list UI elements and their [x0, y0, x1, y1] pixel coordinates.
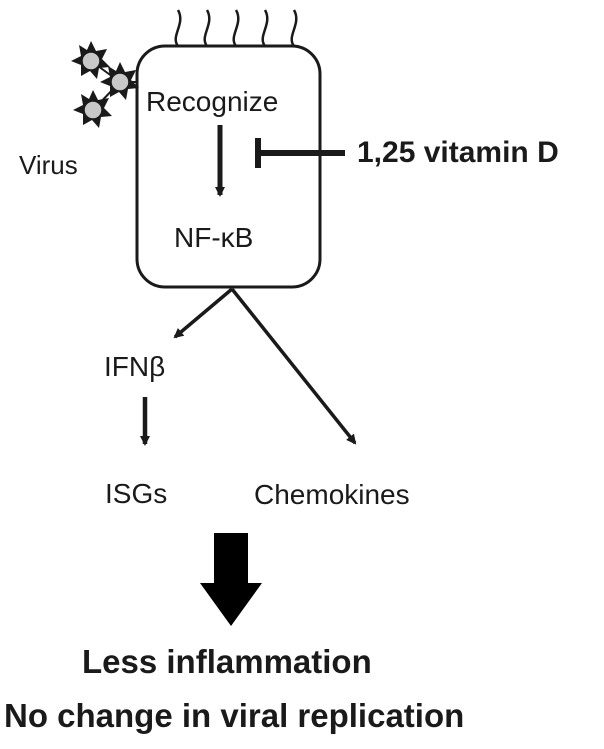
cell-to-ifnb-arrow [173, 287, 234, 339]
chemokines-label: Chemokines [254, 479, 410, 510]
ifnb-label: IFNβ [104, 351, 166, 382]
nfkb-label: NF-κB [174, 222, 254, 253]
block-down-arrow [200, 533, 262, 626]
virus-particle-icon [100, 62, 139, 100]
cilia [174, 9, 298, 47]
inhibition-t-bar [255, 138, 345, 168]
virus-label: Virus [19, 150, 78, 180]
outcome-line-1: Less inflammation [82, 643, 372, 680]
virus-particle-icon [73, 90, 112, 128]
cell-outline [135, 44, 322, 289]
recognize-label: Recognize [146, 86, 279, 117]
cell-to-chemokines-arrow [230, 287, 357, 445]
outcome-line-2: No change in viral replication [4, 697, 465, 734]
virus-particle-icon [71, 41, 110, 79]
virus-cluster [71, 41, 139, 128]
isgs-label: ISGs [105, 478, 168, 509]
inhibitor-label: 1,25 vitamin D [357, 136, 559, 169]
